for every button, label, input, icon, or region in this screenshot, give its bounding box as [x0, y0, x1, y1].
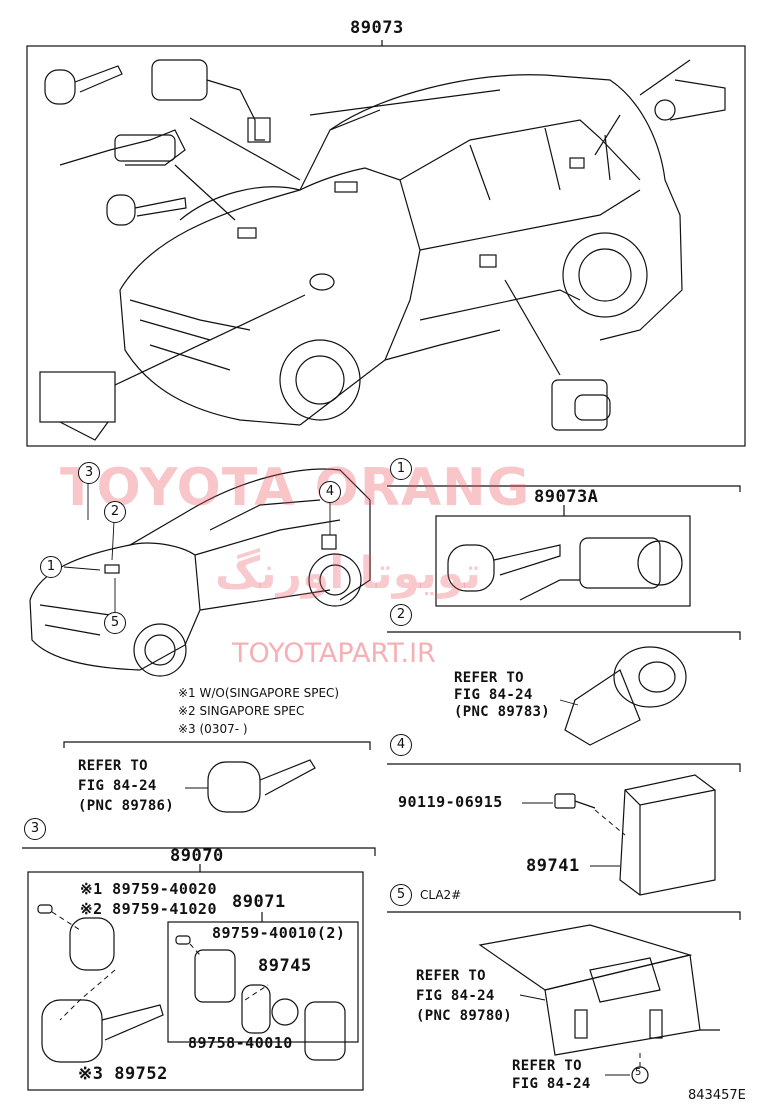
key-fig: FIG 84-24 — [78, 778, 157, 794]
sec2-fig: FIG 84-24 — [454, 687, 533, 703]
note-2: ※2 SINGAPORE SPEC — [178, 704, 305, 718]
section-2-marker: 2 — [390, 604, 412, 626]
sec4-ecu — [522, 774, 716, 896]
key-refer-drawing — [185, 759, 316, 813]
sec5-module — [478, 924, 720, 1084]
section-5-marker: 5 — [390, 884, 412, 906]
section-1-marker: 1 — [390, 458, 412, 480]
sec3-p4: 89745 — [258, 956, 312, 976]
callout-4: 4 — [319, 481, 341, 503]
sec5-code: CLA2# — [420, 888, 462, 902]
sec5-pnc: (PNC 89780) — [416, 1008, 513, 1024]
sec3-p5: 89758-40010 — [188, 1034, 293, 1052]
sec2-switch — [559, 646, 687, 746]
assembly-part-number: 89073 — [350, 18, 404, 38]
sec3-parts — [37, 904, 346, 1063]
note-1: ※1 W/O(SINGAPORE SPEC) — [178, 686, 340, 700]
sec2-refer: REFER TO — [454, 670, 524, 686]
sec5-mark: 5 — [635, 1067, 642, 1078]
watermark-brand-persian: تويوتا اورنگ — [215, 548, 481, 599]
sec3-p3: 89759-40010(2) — [212, 924, 346, 942]
sec3-p1: ※1 89759-40020 — [80, 880, 217, 898]
sec4-part-number: 89741 — [526, 856, 580, 876]
sec5-fig: FIG 84-24 — [416, 988, 495, 1004]
sec2-pnc: (PNC 89783) — [454, 704, 551, 720]
callout-5: 5 — [104, 612, 126, 634]
top-vehicle-drawing — [119, 74, 683, 426]
sec3-frame — [27, 871, 364, 1091]
note-3: ※3 (0307- ) — [178, 722, 248, 736]
key-refer: REFER TO — [78, 758, 148, 774]
sec5-refer2: REFER TO — [512, 1058, 582, 1074]
watermark-brand: TOYOTA ORANG — [60, 458, 531, 518]
sec4-bolt: 90119-06915 — [398, 793, 503, 811]
section-3-marker: 3 — [24, 818, 46, 840]
sec3-part-number: 89070 — [170, 846, 224, 866]
top-frame — [26, 45, 746, 447]
callout-2: 2 — [104, 501, 126, 523]
key-pnc: (PNC 89786) — [78, 798, 175, 814]
sec5-fig2: FIG 84-24 — [512, 1076, 591, 1092]
watermark-url: TOYOTAPART.IR — [232, 638, 436, 669]
sec1-part-number: 89073A — [534, 487, 599, 507]
sec5-refer: REFER TO — [416, 968, 486, 984]
sec3-subframe — [167, 921, 359, 1043]
callout-3: 3 — [78, 462, 100, 484]
top-components — [39, 59, 726, 441]
sec3-sub-part: 89071 — [232, 892, 286, 912]
sec1-frame — [435, 515, 691, 607]
section-4-marker: 4 — [390, 734, 412, 756]
callout-1: 1 — [40, 556, 62, 578]
sec1-parts — [447, 537, 683, 601]
sec3-p6: ※3 89752 — [78, 1064, 168, 1084]
illustration-code: 843457E — [688, 1088, 746, 1103]
sec3-p2: ※2 89759-41020 — [80, 900, 217, 918]
